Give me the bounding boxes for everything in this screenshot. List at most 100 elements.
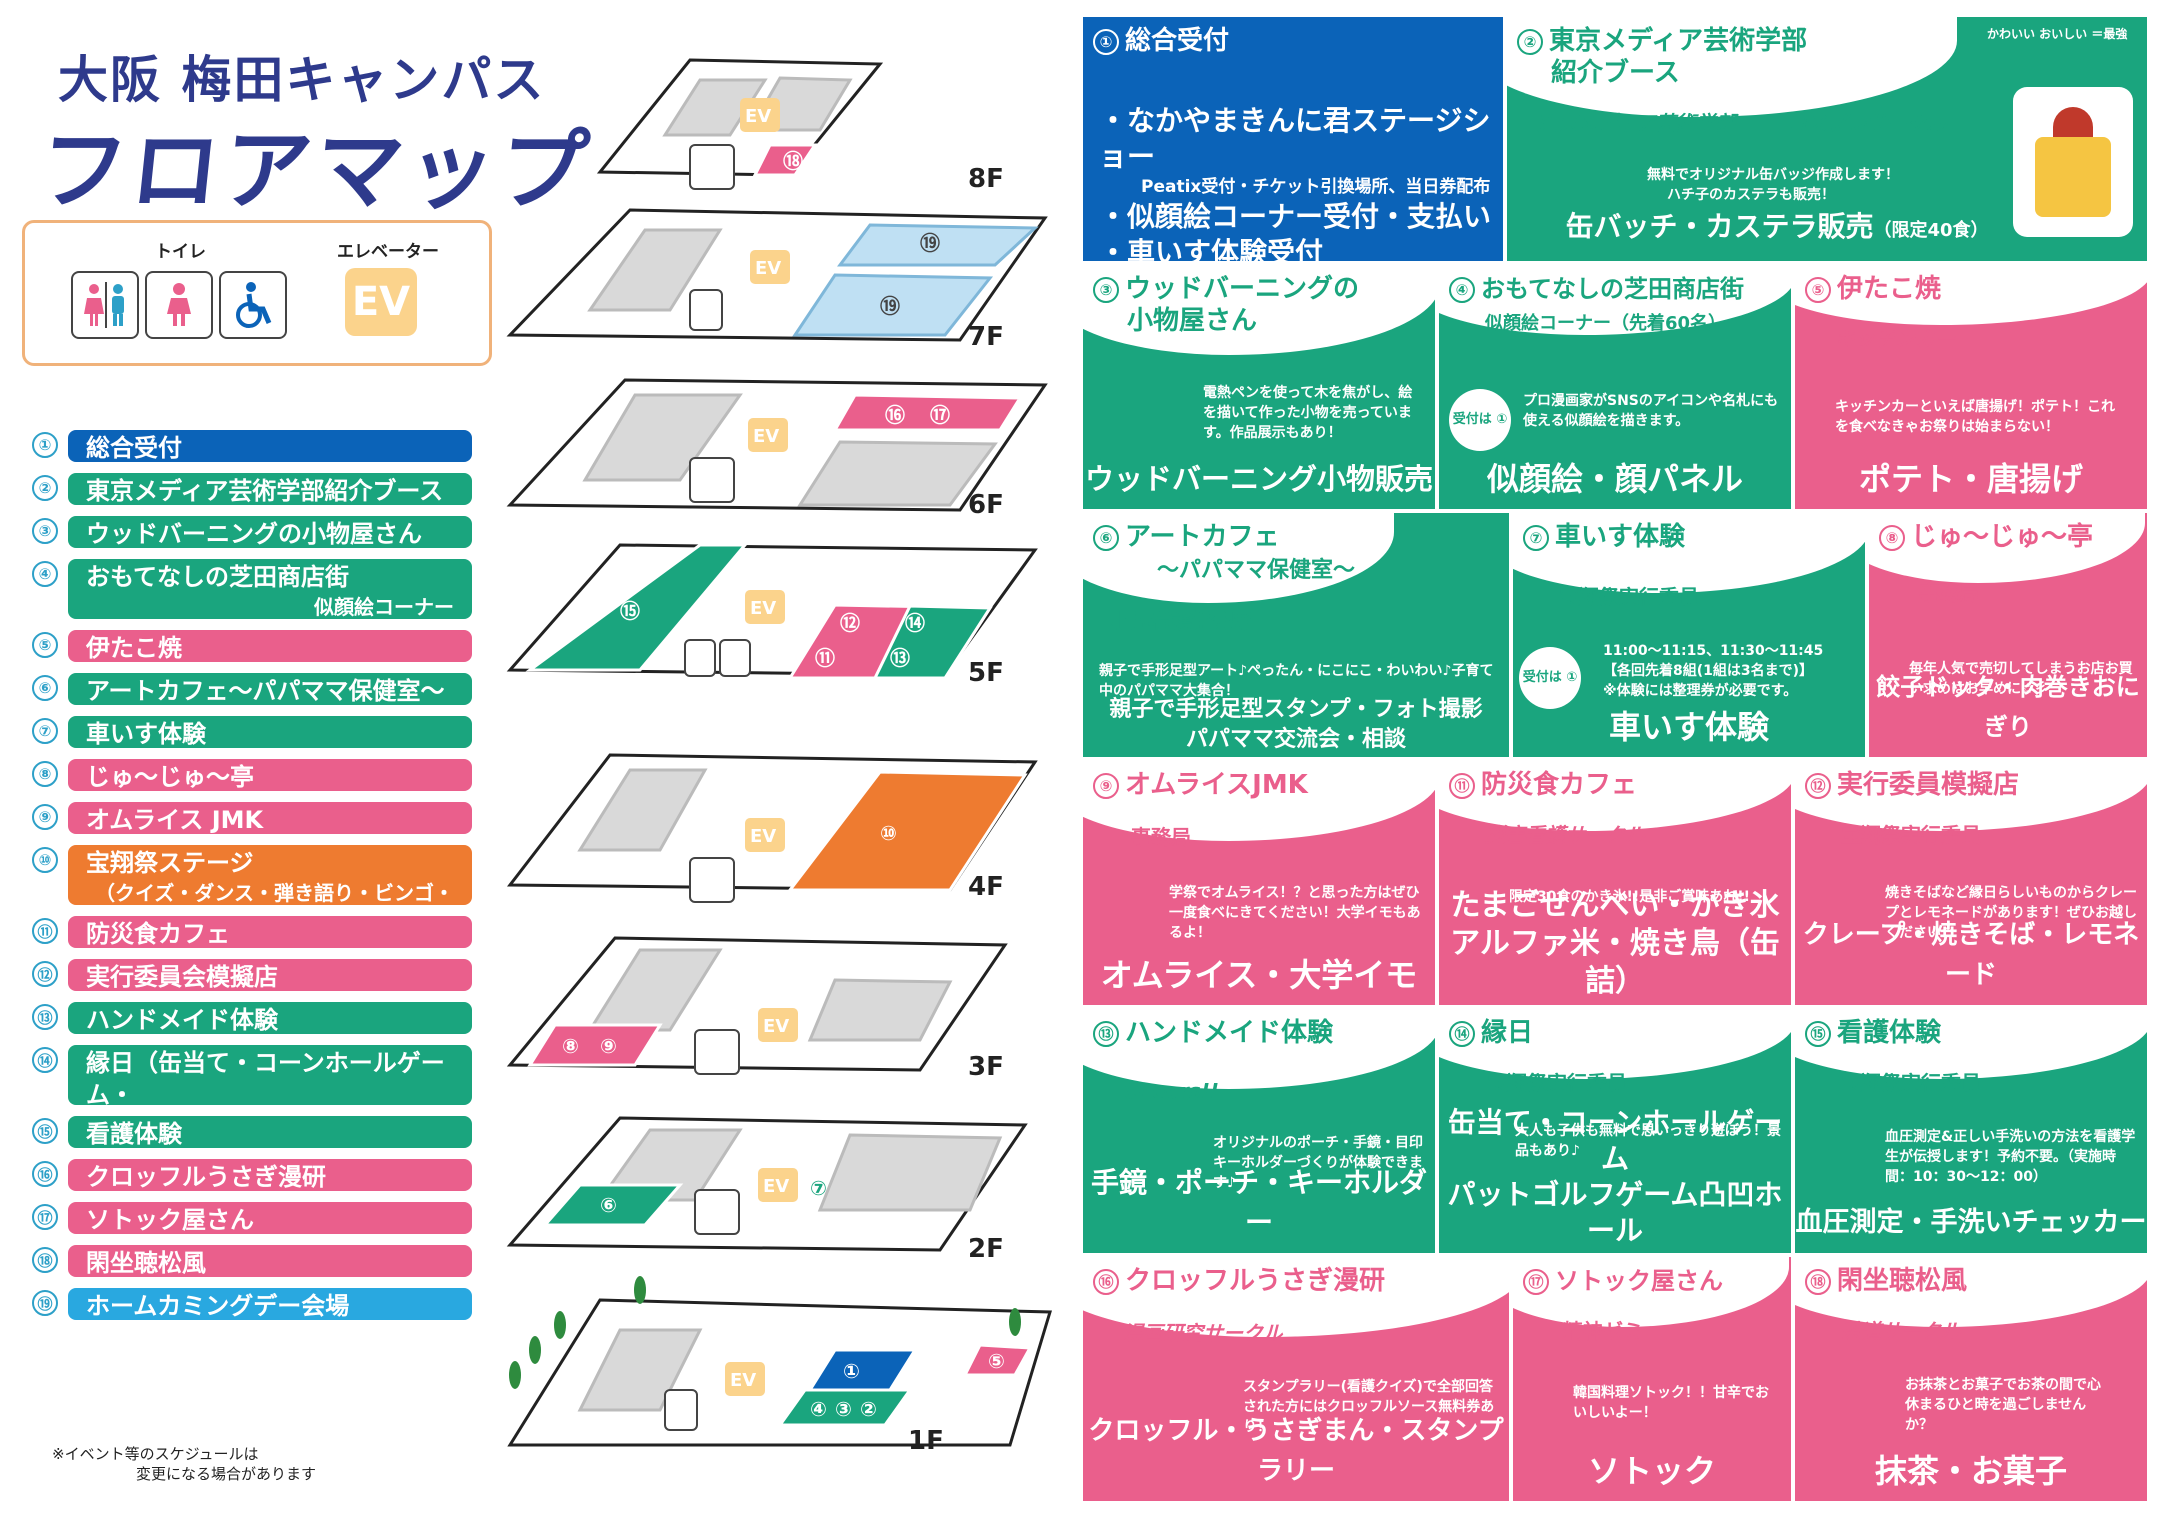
booth-label: 総合受付 xyxy=(68,430,472,462)
map-mark-11: ⑪ xyxy=(815,646,835,670)
map-mark-5: ⑤ xyxy=(988,1349,1005,1373)
svg-text:EV: EV xyxy=(763,1016,789,1037)
booth-number: ⑤ xyxy=(32,632,58,658)
booth-number: ⑭ xyxy=(32,1047,58,1073)
reception-badge: 受付は ① xyxy=(1519,647,1581,709)
booth-label: クロッフルうさぎ漫研 xyxy=(68,1159,472,1191)
booth-number: ③ xyxy=(32,518,58,544)
restroom-mixed-icon xyxy=(71,271,139,339)
booth-number: ⑨ xyxy=(32,804,58,830)
booth-list-item: ⑲ ホームカミングデー会場 xyxy=(32,1288,472,1324)
floor-label-1f: 1F xyxy=(908,1426,944,1456)
floor-label-2f: 2F xyxy=(968,1234,1004,1264)
floor-label-3f: 3F xyxy=(968,1052,1004,1082)
booth-number: ② xyxy=(32,475,58,501)
map-mark-1: ① xyxy=(843,1359,860,1383)
svg-text:EV: EV xyxy=(750,826,776,847)
map-mark-6: ⑥ xyxy=(600,1193,617,1217)
booth-number: ⑫ xyxy=(32,961,58,987)
elevator-markers xyxy=(725,98,798,1396)
booth-label: じゅ〜じゅ〜亭 xyxy=(68,759,472,791)
legend: トイレ エレベーター xyxy=(22,220,492,366)
map-mark-19b: ⑲ xyxy=(880,294,900,318)
booth-list-item: ② 東京メディア芸術学部紹介ブース xyxy=(32,473,472,509)
booth-label: ウッドバーニングの小物屋さん xyxy=(68,516,472,548)
booth-list-item: ⑤ 伊たこ焼 xyxy=(32,630,472,666)
booth-label: オムライス JMK xyxy=(68,802,472,834)
booth-label: 閑坐聴松風 xyxy=(68,1245,472,1277)
booth-number: ⑲ xyxy=(32,1290,58,1316)
elevator-icon: EV xyxy=(345,268,417,336)
booth-label: ホームカミングデー会場 xyxy=(68,1288,472,1320)
booth-label: 実行委員会模擬店 xyxy=(68,959,472,991)
floor-label-7f: 7F xyxy=(968,322,1004,352)
svg-text:EV: EV xyxy=(753,426,779,447)
floor-label-5f: 5F xyxy=(968,658,1004,688)
booth-list-item: ⑯ クロッフルうさぎ漫研 xyxy=(32,1159,472,1195)
booth-list-item: ③ ウッドバーニングの小物屋さん xyxy=(32,516,472,552)
booth-label: 看護体験 xyxy=(68,1116,472,1148)
map-mark-3: ③ xyxy=(835,1397,852,1421)
legend-toilet-label: トイレ xyxy=(155,242,206,262)
floor-label-8f: 8F xyxy=(968,164,1004,194)
map-mark-2: ② xyxy=(860,1397,877,1421)
booth-label: 宝翔祭ステージ（クイズ・ダンス・弾き語り・ビンゴ・ステージショー） xyxy=(68,845,472,933)
floor-label-4f: 4F xyxy=(968,872,1004,902)
booth-number: ⑯ xyxy=(32,1161,58,1187)
map-mark-7: ⑦ xyxy=(810,1176,827,1200)
map-mark-9: ⑨ xyxy=(600,1034,617,1058)
booth-label: 車いす体験 xyxy=(68,716,472,748)
map-mark-15: ⑮ xyxy=(620,599,640,623)
booth-number: ⑱ xyxy=(32,1247,58,1273)
booth-label: アートカフェ〜パパママ保健室〜 xyxy=(68,673,472,705)
booth-label: 東京メディア芸術学部紹介ブース xyxy=(68,473,472,505)
map-mark-13: ⑬ xyxy=(890,646,910,670)
map-mark-18: ⑱ xyxy=(783,149,803,173)
booth-label: 防災食カフェ xyxy=(68,916,472,948)
booth-number: ④ xyxy=(32,561,58,587)
map-mark-8: ⑧ xyxy=(562,1034,579,1058)
svg-text:EV: EV xyxy=(750,598,776,619)
map-mark-17: ⑰ xyxy=(930,403,950,427)
booth-label: おもてなしの芝田商店街似顔絵コーナー xyxy=(68,559,472,619)
booth-list-item: ⑮ 看護体験 xyxy=(32,1116,472,1152)
booth-number: ① xyxy=(32,432,58,458)
booth-label: 伊たこ焼 xyxy=(68,630,472,662)
restroom-markers xyxy=(664,144,751,1431)
wheelchair-icon xyxy=(219,271,287,339)
svg-text:EV: EV xyxy=(763,1176,789,1197)
map-mark-14: ⑭ xyxy=(905,611,925,635)
booth-list-item: ⑭ 縁日（缶当て・コーンホールゲーム・パットゴルフゲーム凹凸ホール） xyxy=(32,1045,472,1137)
schedule-note: ※イベント等のスケジュールは 変更になる場合があります xyxy=(52,1445,317,1483)
booth-list-item: ⑫ 実行委員会模擬店 xyxy=(32,959,472,995)
booth-list-item: ④ おもてなしの芝田商店街似顔絵コーナー xyxy=(32,559,472,623)
booth-label: 縁日（缶当て・コーンホールゲーム・パットゴルフゲーム凹凸ホール） xyxy=(68,1045,472,1137)
map-mark-4: ④ xyxy=(810,1397,827,1421)
card-2-tag: かわいい おいしい ＝最強 xyxy=(1987,27,2128,41)
booth-number: ⑮ xyxy=(32,1118,58,1144)
